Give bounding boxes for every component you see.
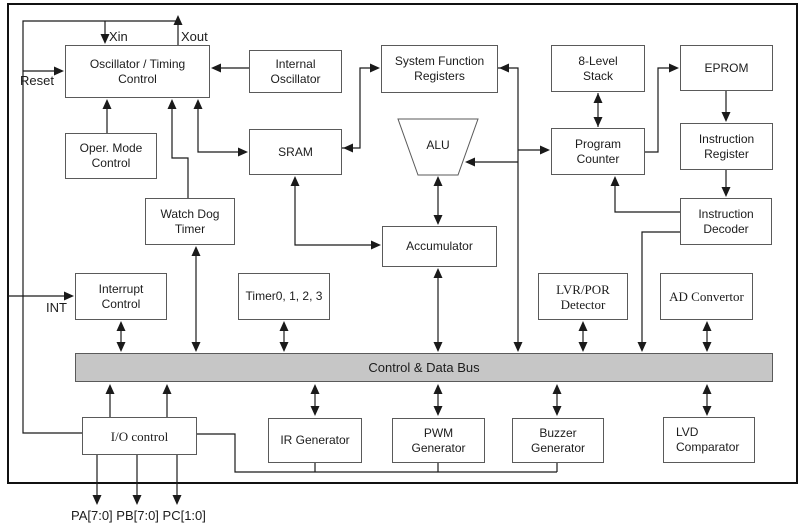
block-eprom: EPROM: [680, 45, 773, 91]
pin-label-xout: Xout: [181, 29, 208, 44]
block-pwm-generator: PWM Generator: [392, 418, 485, 463]
block-timer0-1-2-3: Timer0, 1, 2, 3: [238, 273, 330, 320]
block-alu: ALU: [426, 137, 450, 152]
pin-label-int: INT: [46, 300, 67, 315]
block-sram: SRAM: [249, 129, 342, 175]
pin-label-reset: Reset: [20, 73, 54, 88]
block-8-level-stack: 8-Level Stack: [551, 45, 645, 92]
block-instruction-decoder: Instruction Decoder: [680, 198, 772, 245]
block-io-control: I/O control: [82, 417, 197, 455]
block-buzzer-generator: Buzzer Generator: [512, 418, 604, 463]
block-oscillator-timing-control: Oscillator / Timing Control: [65, 45, 210, 98]
block-watch-dog-timer: Watch Dog Timer: [145, 198, 235, 245]
block-system-function-registers: System Function Registers: [381, 45, 498, 93]
block-lvd-comparator: LVD Comparator: [663, 417, 755, 463]
block-oper-mode-control: Oper. Mode Control: [65, 133, 157, 179]
block-internal-oscillator: Internal Oscillator: [249, 50, 342, 93]
block-interrupt-control: Interrupt Control: [75, 273, 167, 320]
block-accumulator: Accumulator: [382, 226, 497, 267]
pin-label-ports: PA[7:0] PB[7:0] PC[1:0]: [71, 508, 206, 523]
block-ad-convertor: AD Convertor: [660, 273, 753, 320]
block-instruction-register: Instruction Register: [680, 123, 773, 170]
control-data-bus: Control & Data Bus: [75, 353, 773, 382]
pin-label-xin: Xin: [109, 29, 128, 44]
block-ir-generator: IR Generator: [268, 418, 362, 463]
block-program-counter: Program Counter: [551, 128, 645, 175]
block-lvr-por-detector: LVR/POR Detector: [538, 273, 628, 320]
